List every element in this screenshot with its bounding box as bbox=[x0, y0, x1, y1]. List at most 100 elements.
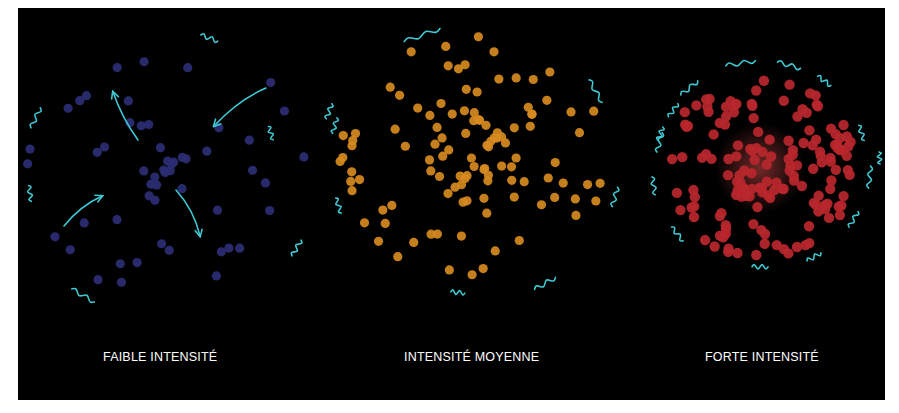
energy-squiggle bbox=[657, 127, 665, 140]
high-particle bbox=[715, 230, 725, 240]
high-particle bbox=[691, 100, 701, 110]
high-particle bbox=[703, 107, 713, 117]
high-particle bbox=[731, 190, 741, 200]
high-particle bbox=[729, 107, 739, 117]
medium-particle bbox=[386, 83, 395, 92]
red-glow bbox=[715, 123, 805, 213]
high-particle bbox=[747, 99, 757, 109]
energy-squiggle bbox=[325, 104, 333, 119]
low-particle bbox=[139, 166, 148, 175]
medium-particle bbox=[391, 125, 400, 134]
medium-particle bbox=[520, 177, 529, 186]
high-particle bbox=[835, 210, 845, 220]
high-particle bbox=[715, 211, 725, 221]
energy-squiggle bbox=[752, 265, 768, 269]
medium-particle bbox=[489, 47, 498, 56]
high-particle bbox=[825, 184, 835, 194]
energy-squiggle bbox=[818, 76, 831, 87]
medium-particle bbox=[507, 176, 516, 185]
high-particle bbox=[784, 79, 794, 89]
high-particle bbox=[831, 165, 841, 175]
high-particle bbox=[830, 129, 840, 139]
high-particle bbox=[757, 147, 767, 157]
medium-particle bbox=[484, 171, 493, 180]
medium-particle bbox=[432, 123, 441, 132]
high-particle bbox=[753, 127, 763, 137]
medium-particle bbox=[460, 106, 469, 115]
energy-squiggle bbox=[807, 253, 821, 261]
medium-particle bbox=[507, 162, 516, 171]
high-particle bbox=[764, 134, 774, 144]
medium-particle bbox=[512, 153, 521, 162]
high-particle bbox=[805, 88, 815, 98]
high-particle bbox=[792, 111, 802, 121]
high-particle bbox=[783, 136, 793, 146]
energy-squiggle bbox=[848, 212, 859, 228]
medium-particle bbox=[338, 153, 347, 162]
low-particle bbox=[181, 154, 190, 163]
medium-particle bbox=[409, 238, 418, 247]
low-particle bbox=[133, 258, 142, 267]
high-particle bbox=[723, 170, 733, 180]
medium-particle bbox=[515, 236, 524, 245]
low-particle bbox=[280, 106, 289, 115]
energy-squiggle bbox=[72, 288, 95, 302]
low-particle bbox=[165, 246, 174, 255]
energy-squiggle bbox=[589, 80, 602, 103]
medium-particle bbox=[426, 166, 435, 175]
high-particle bbox=[747, 146, 757, 156]
medium-particle bbox=[482, 209, 491, 218]
high-particle bbox=[748, 113, 758, 123]
high-particle bbox=[739, 165, 749, 175]
medium-particle bbox=[571, 194, 580, 203]
medium-particle bbox=[454, 64, 463, 73]
medium-particle bbox=[443, 189, 452, 198]
low-particle bbox=[64, 104, 73, 113]
medium-particle bbox=[493, 128, 502, 137]
energy-squiggle bbox=[451, 290, 465, 295]
low-particle bbox=[145, 191, 154, 200]
medium-particle bbox=[387, 201, 396, 210]
medium-particle bbox=[435, 172, 444, 181]
medium-particle bbox=[545, 67, 554, 76]
high-particle bbox=[752, 202, 762, 212]
medium-particle bbox=[378, 205, 387, 214]
high-particle bbox=[723, 243, 733, 253]
high-particle bbox=[798, 138, 808, 148]
medium-particle bbox=[470, 108, 479, 117]
high-particle bbox=[844, 170, 854, 180]
high-particle bbox=[709, 241, 719, 251]
high-particle bbox=[772, 240, 782, 250]
medium-particle bbox=[551, 158, 560, 167]
medium-particle bbox=[462, 196, 471, 205]
high-particle bbox=[835, 145, 845, 155]
medium-particle bbox=[510, 192, 519, 201]
high-particle bbox=[689, 212, 699, 222]
low-particle bbox=[150, 172, 159, 181]
energy-squiggle bbox=[651, 177, 656, 195]
low-particle bbox=[112, 215, 121, 224]
medium-particle bbox=[444, 145, 453, 154]
intensity-caption: INTENSITÉ MOYENNE bbox=[404, 350, 539, 364]
low-particle bbox=[224, 243, 233, 252]
low-particle bbox=[299, 152, 308, 161]
medium-particle bbox=[347, 186, 356, 195]
medium-particle bbox=[571, 211, 580, 220]
low-particle bbox=[66, 245, 75, 254]
high-particle bbox=[715, 118, 725, 128]
energy-squiggle bbox=[404, 29, 440, 42]
high-particle bbox=[675, 205, 685, 215]
high-particle bbox=[755, 183, 765, 193]
high-particle bbox=[708, 129, 718, 139]
low-particle bbox=[177, 184, 186, 193]
medium-particle bbox=[461, 129, 470, 138]
low-particle bbox=[25, 144, 34, 153]
high-particle bbox=[838, 120, 848, 130]
medium-particle bbox=[395, 91, 404, 100]
medium-particle bbox=[544, 173, 553, 182]
medium-particle bbox=[559, 178, 568, 187]
medium-particle bbox=[457, 231, 466, 240]
energy-squiggle bbox=[726, 60, 756, 66]
medium-particle bbox=[591, 196, 600, 205]
